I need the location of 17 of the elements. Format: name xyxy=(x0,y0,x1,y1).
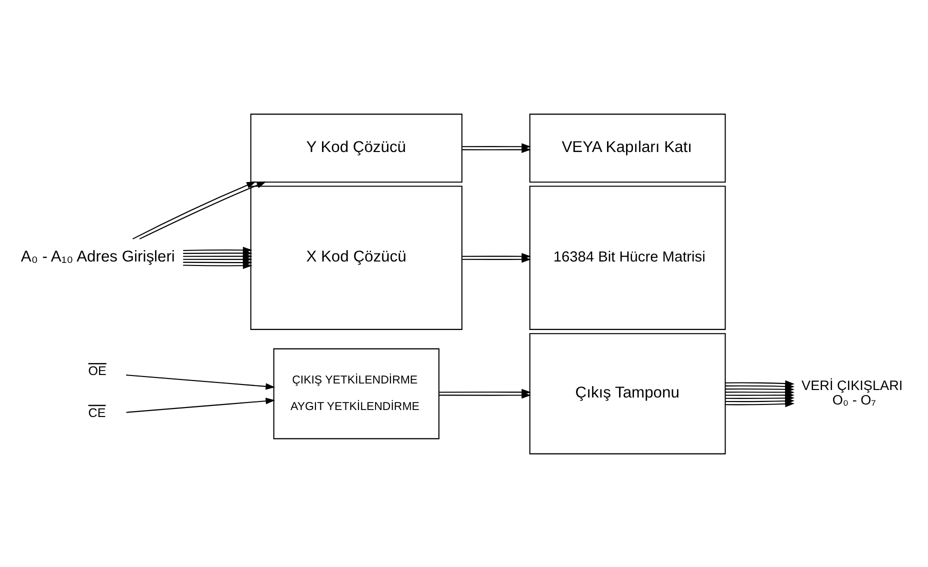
node-box: Çıkış Tamponu xyxy=(529,332,726,454)
arrow xyxy=(726,380,795,386)
arrow xyxy=(126,397,276,412)
node-box: 16384 Bit Hücre Matrisi xyxy=(529,185,726,330)
arrow xyxy=(126,374,276,390)
node-text: A₀ - A₁₀ Adres Girişleri xyxy=(20,248,175,266)
node-text: OE xyxy=(88,364,106,378)
arrow xyxy=(183,246,252,253)
node-box: Y Kod Çözücü xyxy=(250,113,462,182)
node-box: ÇIKIŞ YETKİLENDİRME AYGIT YETKİLENDİRME xyxy=(273,348,440,439)
arrow xyxy=(439,388,532,395)
node-box: X Kod Çözücü xyxy=(250,185,462,330)
node-box: VEYA Kapıları Katı xyxy=(529,113,726,182)
node-text: VERİ ÇIKIŞLARI O₀ - O₇ xyxy=(802,377,903,408)
arrow xyxy=(462,252,532,260)
arrow xyxy=(462,142,532,150)
node-text: CE xyxy=(88,405,106,420)
